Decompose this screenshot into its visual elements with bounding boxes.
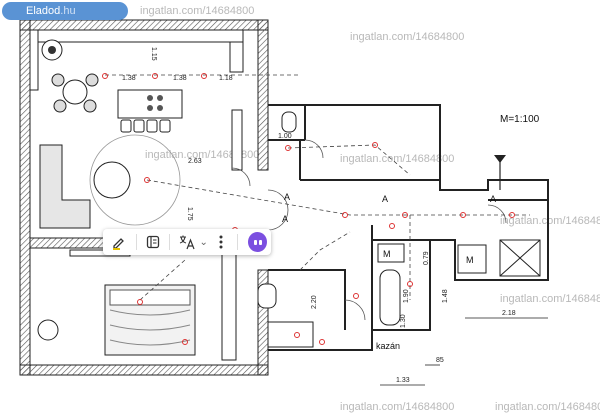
image-toolbar: ⌄: [103, 229, 271, 255]
dimension-label: 1.38: [173, 75, 187, 82]
chevron-down-icon[interactable]: ⌄: [199, 236, 208, 248]
translate-button[interactable]: [174, 231, 199, 253]
dimension-label: 85: [436, 357, 444, 364]
room-label: kazán: [376, 341, 400, 351]
dimension-label: 1.38: [122, 75, 136, 82]
watermark: ingatlan.com/14684800: [145, 149, 259, 161]
door-letter: A: [284, 192, 290, 202]
brand-tld: .hu: [60, 5, 76, 17]
dimension-label: 2.63: [188, 158, 202, 165]
draw-button[interactable]: [107, 231, 132, 253]
more-options-icon: [219, 235, 223, 249]
draw-pen-icon: [113, 238, 125, 250]
toolbar-divider: [169, 234, 171, 250]
reader-view-button[interactable]: [141, 231, 166, 253]
dimension-label: 2.18: [502, 310, 516, 317]
dimension-label: 1.15: [150, 47, 157, 61]
watermark: ingatlan.com/14684800: [340, 153, 454, 165]
toolbar-divider: [237, 234, 239, 250]
dimension-label: 1.30: [400, 314, 407, 328]
brand-badge[interactable]: Eladod.hu: [2, 2, 128, 20]
dimension-label: 2.20: [311, 295, 318, 309]
scale-label: M=1:100: [500, 114, 540, 125]
door-letter: M: [466, 255, 474, 265]
dimension-label: 1.33: [396, 377, 410, 384]
door-letter: A: [382, 194, 388, 204]
more-options-button[interactable]: [208, 231, 233, 253]
watermark: ingatlan.com/14684800: [350, 31, 464, 43]
door-letter: A: [282, 214, 288, 224]
dimension-label: 1.48: [442, 289, 449, 303]
dimension-label: 0.79: [423, 251, 430, 265]
door-letter: A: [490, 194, 496, 204]
assistant-icon[interactable]: [248, 232, 268, 252]
door-letter: M: [383, 249, 391, 259]
dimension-label: 1.18: [219, 75, 233, 82]
watermark: ingatlan.com/14684800: [500, 215, 600, 227]
watermark: ingatlan.com/14684800: [495, 401, 600, 413]
dimension-label: 1.90: [403, 289, 410, 303]
dimension-label: 1.75: [186, 207, 193, 221]
brand-name: Eladod: [26, 5, 61, 17]
reader-view-icon: [146, 235, 160, 249]
watermark: ingatlan.com/14684800: [140, 5, 254, 17]
dimension-label: 1.00: [278, 133, 292, 140]
toolbar-divider: [135, 234, 137, 250]
watermark: ingatlan.com/14684800: [340, 401, 454, 413]
translate-icon: [179, 235, 195, 250]
watermark: ingatlan.com/14684800: [500, 293, 600, 305]
